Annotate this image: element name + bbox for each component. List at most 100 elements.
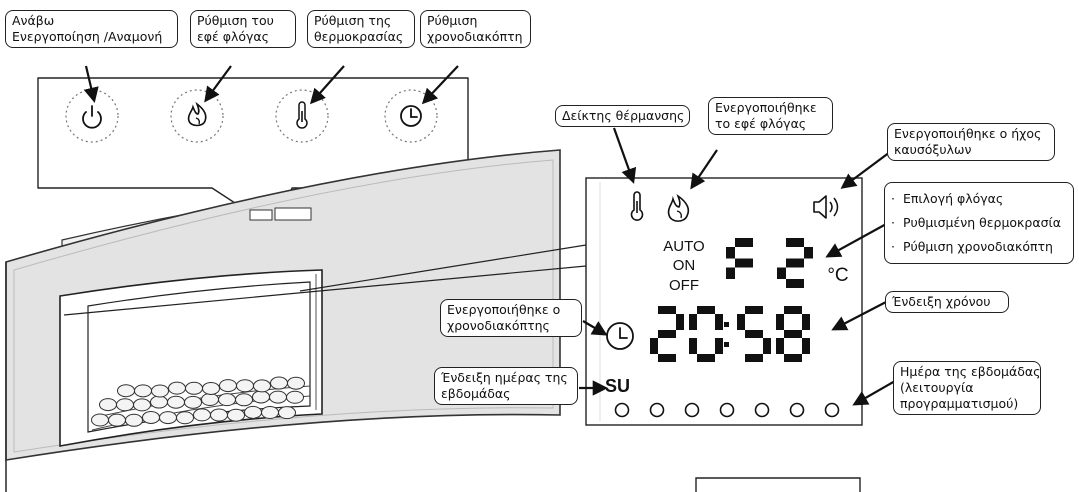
lcd-segment <box>776 314 784 330</box>
callout-line: χρονοδιακόπτη <box>427 29 523 44</box>
arrow-settings <box>825 222 889 258</box>
day-dot <box>684 402 700 418</box>
thermometer-icon[interactable] <box>275 89 329 143</box>
pebble <box>125 413 143 427</box>
lcd-clock-icon <box>606 322 634 350</box>
lcd-segment <box>658 330 676 338</box>
lcd-segment <box>726 267 735 279</box>
pebble <box>133 398 151 412</box>
lcd-segment <box>715 314 723 330</box>
callout-day-indicator: Ένδειξη ημέρας της εβδομάδας <box>434 367 578 405</box>
lcd-display <box>585 177 863 426</box>
callout-settings-list: ·Επιλογή φλόγας ·Ρυθμισμένη θερμοκρασία … <box>884 182 1074 264</box>
callout-temperature: Ρύθμιση της θερμοκρασίας <box>307 10 415 48</box>
callout-flame-effect-on: Ενεργοποιήθηκε το εφέ φλόγας <box>708 97 833 135</box>
lcd-segment <box>658 306 676 314</box>
fireplace-window <box>59 269 323 447</box>
leader-line-lower <box>63 265 587 316</box>
pebble <box>168 381 186 395</box>
power-icon[interactable] <box>65 89 119 143</box>
callout-line: θερμοκρασίας <box>314 29 404 44</box>
arrow-weekday <box>852 380 896 406</box>
arrow-timer-lcd <box>582 320 608 336</box>
lcd-day-dots <box>614 402 840 418</box>
callout-line: χρονοδιακόπτης <box>447 318 550 333</box>
pebble <box>150 395 168 409</box>
pebble <box>269 390 287 404</box>
pebble <box>202 381 220 395</box>
pebble <box>185 381 203 395</box>
lcd-segment <box>786 258 804 268</box>
lcd-segment <box>786 238 804 247</box>
lcd-segment <box>697 354 715 362</box>
callout-timer-on: Ενεργοποιήθηκε ο χρονοδιακόπτης <box>440 299 582 337</box>
lcd-day-label: SU <box>605 376 631 396</box>
pebble <box>201 393 219 406</box>
lcd-segment <box>784 354 802 362</box>
callout-line: Ενεργοποιήθηκε ο ήχος <box>894 126 1042 141</box>
lcd-code-digits <box>726 238 813 288</box>
settings-item-label: Επιλογή φλόγας <box>903 191 1004 206</box>
callout-arrows <box>83 65 896 406</box>
pebble <box>253 379 271 393</box>
day-dot <box>719 402 735 418</box>
pebble <box>261 406 279 419</box>
lcd-segment <box>776 338 784 354</box>
arrow-flame <box>204 65 232 103</box>
pebble <box>244 405 262 419</box>
pebble <box>270 376 288 390</box>
arrow-flame-lcd <box>690 149 718 190</box>
pebble <box>99 398 117 412</box>
callout-heating-indicator: Δείκτης θέρμανσης <box>555 105 690 127</box>
pebble <box>287 376 305 390</box>
lcd-segment <box>777 267 786 279</box>
pebble <box>235 393 253 407</box>
pebble <box>108 413 126 427</box>
lcd-segment <box>745 330 763 338</box>
pebble <box>252 390 270 404</box>
lcd-segment <box>650 338 658 354</box>
day-dot <box>754 402 770 418</box>
pebble <box>151 384 169 398</box>
callout-line: Ημέρα της εβδομάδας <box>900 364 1041 379</box>
pebble <box>210 408 228 422</box>
pebble <box>227 408 245 422</box>
settings-item: ·Ρυθμισμένη θερμοκρασία <box>891 215 1061 230</box>
pebble <box>159 411 177 425</box>
heater-stand <box>5 262 861 492</box>
pebble <box>193 408 211 422</box>
pebble <box>286 390 304 404</box>
lcd-segment <box>786 279 804 288</box>
clock-icon[interactable] <box>384 89 438 143</box>
day-dot <box>824 402 840 418</box>
callout-line: (λειτουργία <box>900 380 974 395</box>
pebble <box>116 398 134 412</box>
callout-line: καυσόξυλων <box>894 142 972 157</box>
lcd-speaker-icon <box>813 195 839 219</box>
lcd-segment <box>715 338 723 354</box>
lcd-mode-off: OFF <box>669 277 699 294</box>
lcd-segment <box>676 314 684 330</box>
leader-line-upper <box>299 244 587 292</box>
lcd-segment <box>735 238 753 247</box>
callout-line: εφέ φλόγας <box>197 29 269 44</box>
callout-power: Ανάβω Ενεργοποίηση /Αναμονή <box>5 10 178 48</box>
lcd-mode-on: ON <box>672 257 696 274</box>
pebble <box>184 395 202 409</box>
lcd-segment <box>802 338 810 354</box>
lcd-segment <box>689 338 697 354</box>
flame-icon[interactable] <box>170 89 224 143</box>
day-dot <box>649 402 665 418</box>
lcd-segment <box>784 330 802 338</box>
lcd-segment <box>689 314 697 330</box>
callout-line: Ανάβω <box>12 13 55 28</box>
day-dot <box>614 402 630 418</box>
lcd-unit: °C <box>827 265 849 286</box>
callout-line: προγραμματισμού) <box>900 396 1019 411</box>
pebble <box>91 413 109 427</box>
callout-flame-effect: Ρύθμιση του εφέ φλόγας <box>190 10 296 48</box>
pebble <box>134 384 152 398</box>
callout-line: Ένδειξη ημέρας της <box>441 370 568 385</box>
lcd-mode-auto: AUTO <box>663 238 705 255</box>
